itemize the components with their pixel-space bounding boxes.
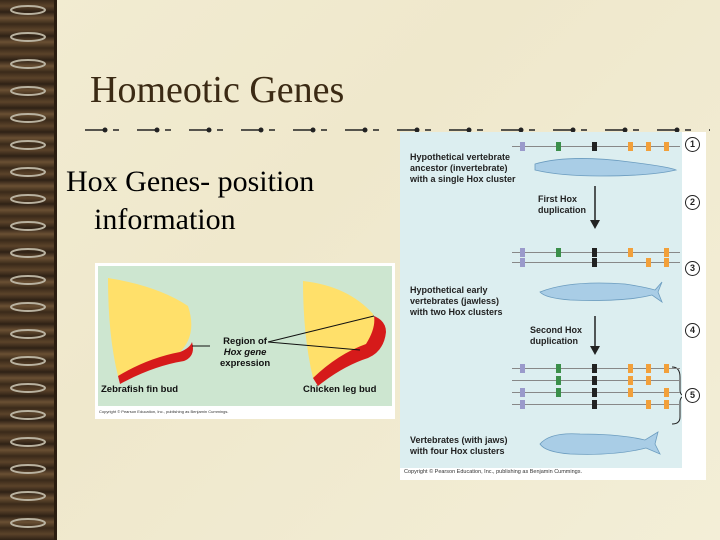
ring xyxy=(10,194,46,204)
ring xyxy=(10,59,46,69)
region-label: Region of Hox gene expression xyxy=(220,336,271,369)
limb-bud-figure: Region of Hox gene expression Zebrafish … xyxy=(95,263,395,419)
jawed-vertebrate-text: Vertebrates (with jaws) with four Hox cl… xyxy=(410,435,508,456)
ring xyxy=(10,491,46,501)
hox-cluster xyxy=(512,258,680,267)
early-vertebrate-text: Hypothetical early vertebrates (jawless)… xyxy=(410,285,503,317)
ring xyxy=(10,275,46,285)
hox-cluster xyxy=(512,142,680,151)
body-line-1: Hox Genes- position xyxy=(66,165,315,198)
step-2-badge: 2 xyxy=(685,195,700,210)
dup1-text: First Hox duplication xyxy=(538,194,586,215)
title-divider xyxy=(85,127,710,133)
ring xyxy=(10,302,46,312)
notebook-spine xyxy=(0,0,57,540)
ring xyxy=(10,410,46,420)
hox-cluster xyxy=(512,248,680,257)
ring xyxy=(10,86,46,96)
dup2-text: Second Hox duplication xyxy=(530,325,583,346)
hox-evolution-drawing xyxy=(534,158,687,455)
hox-cluster xyxy=(512,376,680,385)
hox-evolution-panel: Hypothetical vertebrate ancestor (invert… xyxy=(400,132,687,468)
hox-cluster xyxy=(512,364,680,373)
slide-body: Hox Genes- position information xyxy=(66,163,314,239)
limb-bud-panel: Region of Hox gene expression Zebrafish … xyxy=(98,266,392,406)
ring xyxy=(10,329,46,339)
left-copyright: Copyright © Pearson Education, Inc., pub… xyxy=(99,409,229,414)
step-4-badge: 4 xyxy=(685,323,700,338)
ring xyxy=(10,5,46,15)
ring xyxy=(10,437,46,447)
ring xyxy=(10,32,46,42)
ring xyxy=(10,140,46,150)
ring xyxy=(10,464,46,474)
zebrafish-hox-region xyxy=(118,342,193,384)
right-copyright: Copyright © Pearson Education, Inc., pub… xyxy=(404,469,583,475)
ring xyxy=(10,167,46,177)
zebrafish-fin-bud-shape xyxy=(108,278,192,376)
step-1-badge: 1 xyxy=(685,137,700,152)
step-3-badge: 3 xyxy=(685,261,700,276)
ring xyxy=(10,383,46,393)
spiral-rings xyxy=(10,5,46,528)
ring xyxy=(10,113,46,123)
chicken-label: Chicken leg bud xyxy=(303,384,377,395)
ring xyxy=(10,356,46,366)
jawless-fish xyxy=(539,281,663,304)
jawed-fish xyxy=(539,431,661,455)
hox-cluster xyxy=(512,400,680,409)
ring xyxy=(10,221,46,231)
ring xyxy=(10,518,46,528)
chicken-hox-region xyxy=(313,316,386,386)
zebrafish-label: Zebrafish fin bud xyxy=(101,384,179,395)
step-5-badge: 5 xyxy=(685,388,700,403)
slide-title: Homeotic Genes xyxy=(90,69,345,111)
ancestor-organism xyxy=(534,158,678,177)
limb-bud-drawing xyxy=(108,278,386,386)
hox-evolution-figure: Hypothetical vertebrate ancestor (invert… xyxy=(400,132,706,480)
chicken-leg-bud-shape xyxy=(303,281,376,378)
ring xyxy=(10,248,46,258)
ancestor-text: Hypothetical vertebrate ancestor (invert… xyxy=(410,152,516,184)
hox-cluster xyxy=(512,388,680,397)
body-line-2: information xyxy=(94,203,236,236)
